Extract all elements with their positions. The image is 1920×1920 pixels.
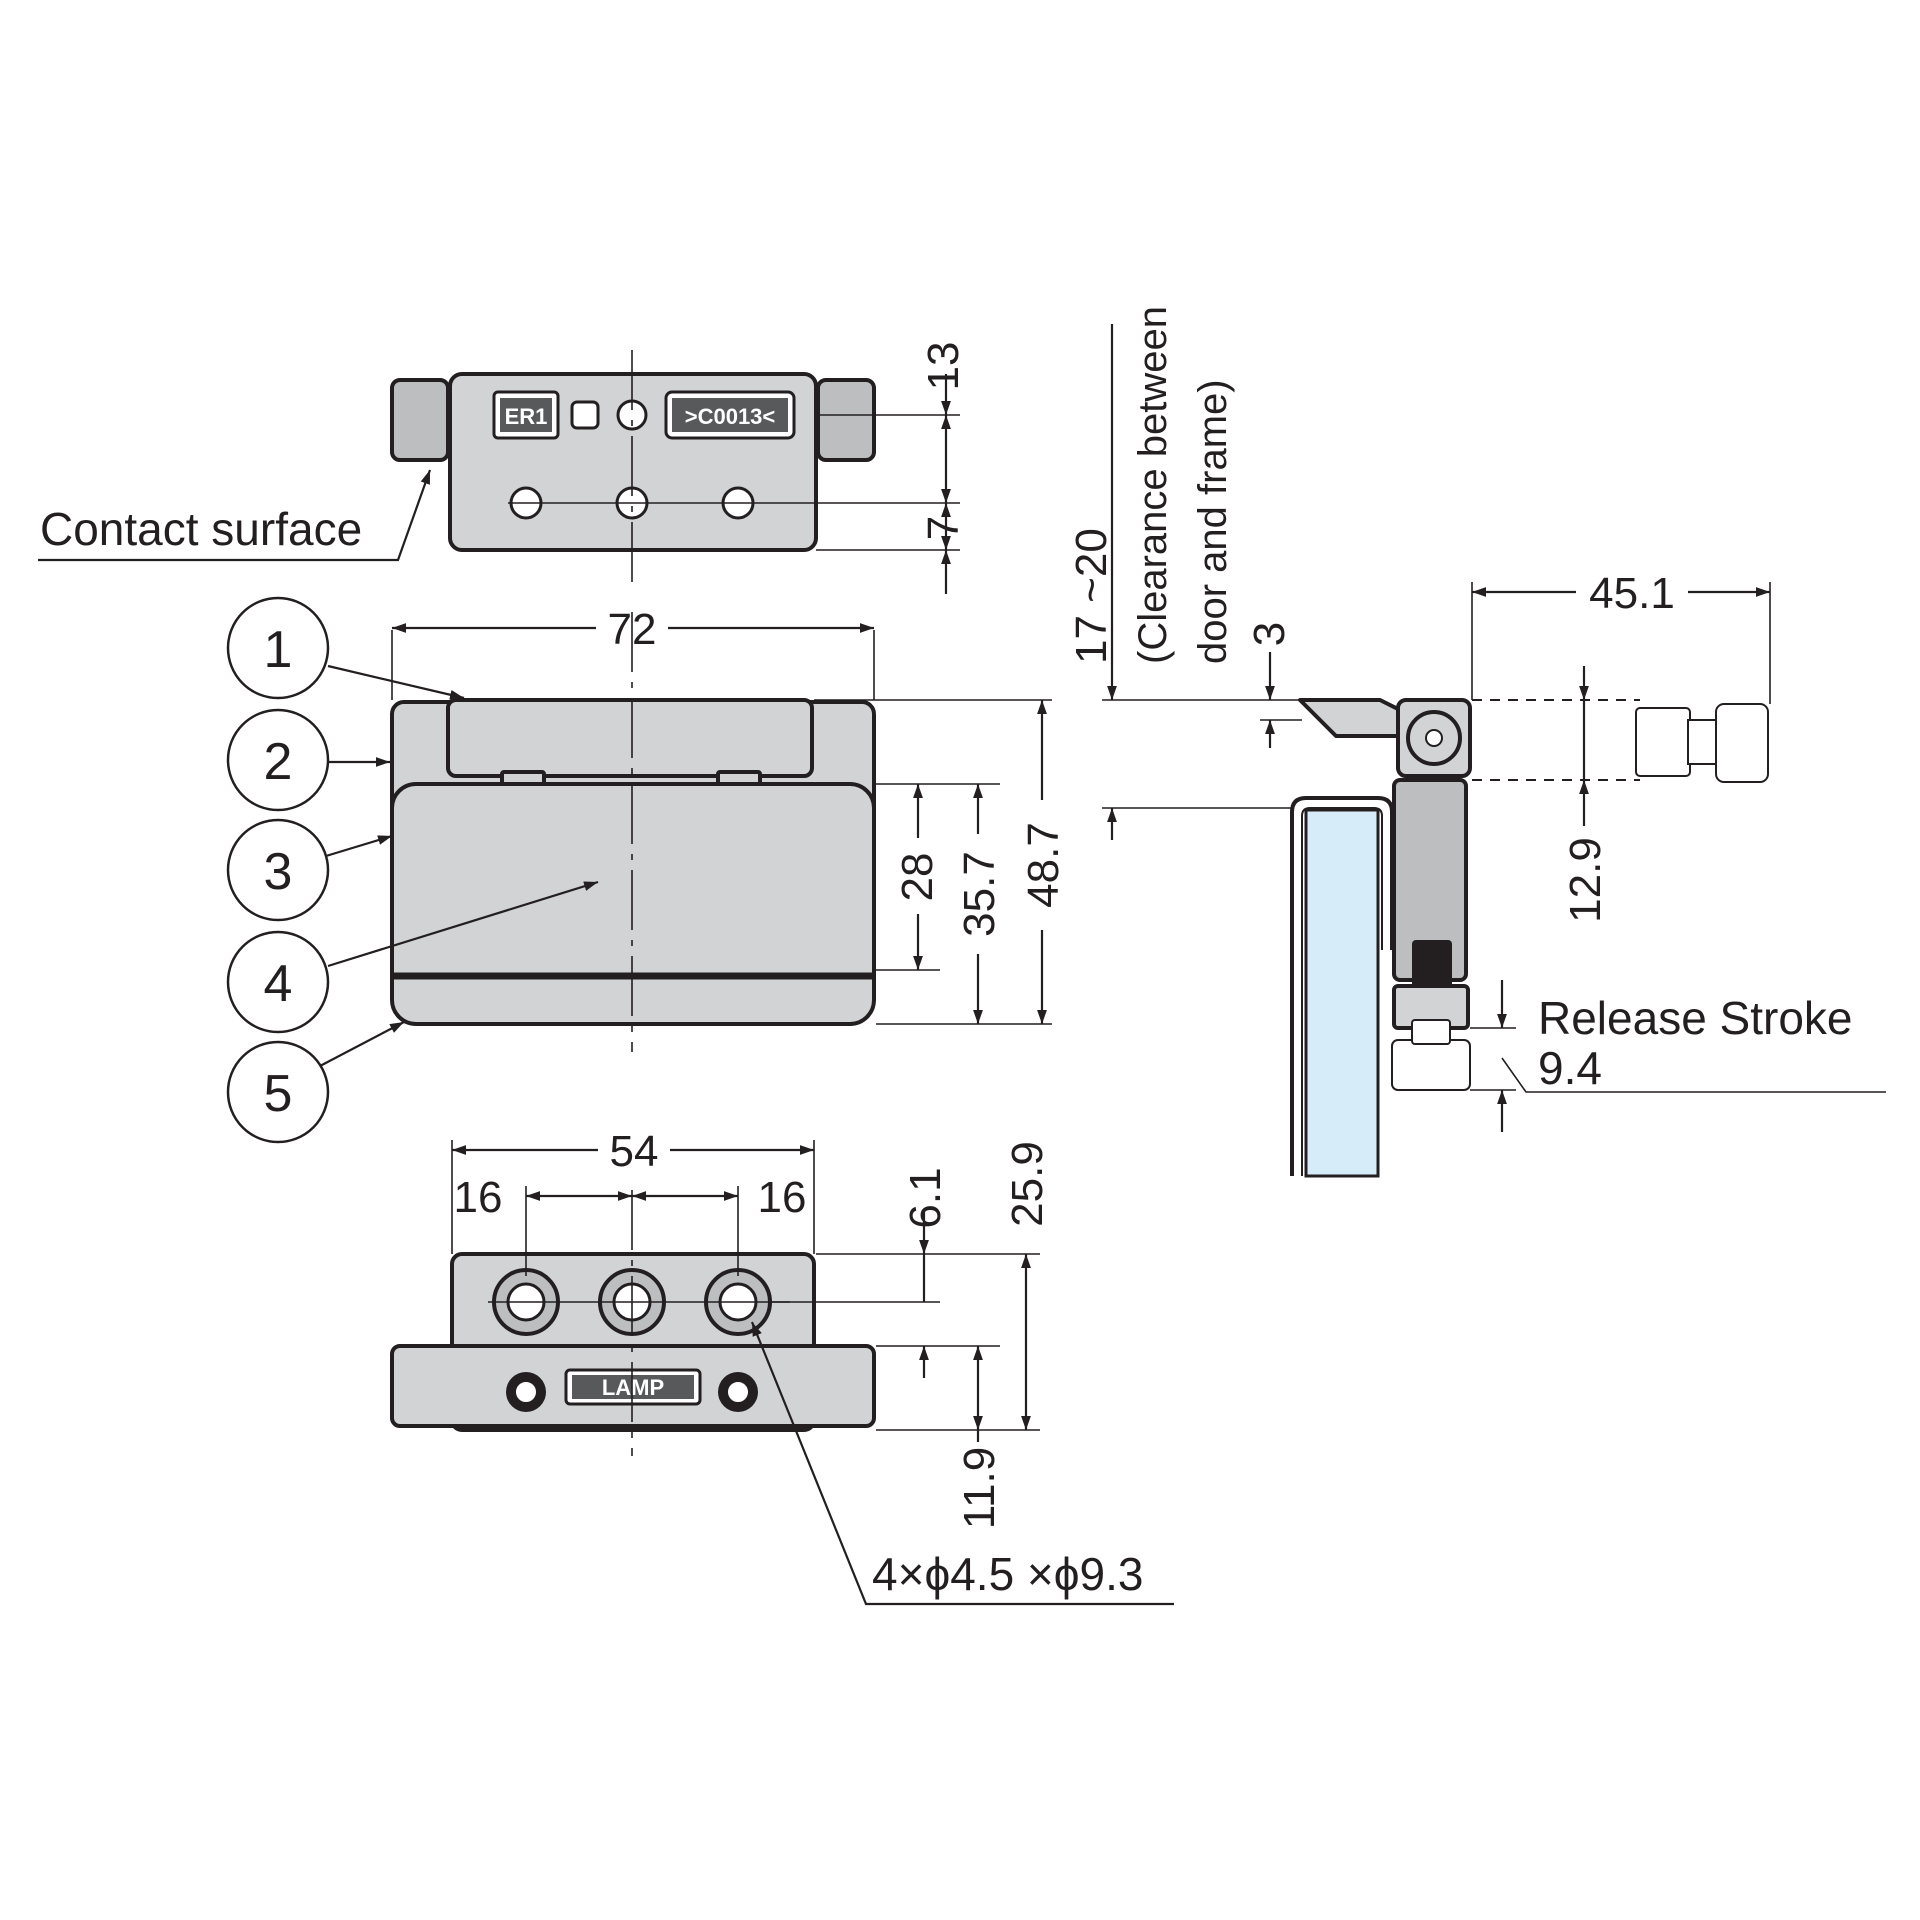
release-stroke-label: Release Stroke <box>1538 992 1853 1044</box>
svg-text:1: 1 <box>264 621 293 679</box>
dim-12-9: 12.9 <box>1561 837 1610 923</box>
dim-16-right: 16 <box>758 1173 807 1222</box>
dim-28: 28 <box>893 853 942 902</box>
dim-13: 13 <box>919 342 968 391</box>
top-right-tag: >C0013< <box>664 390 796 440</box>
dim-72: 72 <box>608 605 657 654</box>
balloon-3: 3 <box>226 818 393 922</box>
svg-text:3: 3 <box>264 843 293 901</box>
svg-text:LAMP: LAMP <box>602 1375 664 1400</box>
dim-45-1: 45.1 <box>1589 569 1675 618</box>
top-view: ER1 >C0013< 13 7 Contact surface <box>38 342 968 594</box>
bottom-logo: LAMP <box>564 1368 702 1406</box>
svg-text:2: 2 <box>264 733 293 791</box>
svg-text:>C0013<: >C0013< <box>685 404 776 429</box>
dim-48-7: 48.7 <box>1019 822 1068 908</box>
front-view: 72 28 35.7 48.7 1 2 3 4 <box>226 596 1068 1144</box>
balloon-5: 5 <box>226 1021 405 1144</box>
clearance-note-line1: (Clearance between <box>1131 306 1175 664</box>
balloon-1: 1 <box>226 596 465 700</box>
contact-surface-label: Contact surface <box>40 503 362 555</box>
clearance-note-line2: door and frame) <box>1191 379 1235 664</box>
svg-text:5: 5 <box>264 1065 293 1123</box>
dim-35-7: 35.7 <box>955 851 1004 937</box>
dim-25-9: 25.9 <box>1003 1141 1052 1227</box>
balloon-2: 2 <box>226 708 390 812</box>
hole-spec-label: 4×ϕ4.5 ×ϕ9.3 <box>872 1548 1144 1600</box>
dim-54: 54 <box>610 1127 659 1176</box>
top-left-tag: ER1 <box>492 390 560 440</box>
svg-text:4: 4 <box>264 955 293 1013</box>
balloon-4: 4 <box>226 880 599 1034</box>
clearance-range: 17 ~20 <box>1067 528 1116 664</box>
dim-3: 3 <box>1245 622 1294 646</box>
side-view: 17 ~20 (Clearance between door and frame… <box>1067 306 1886 1178</box>
svg-text:ER1: ER1 <box>505 404 548 429</box>
dim-6-1: 6.1 <box>901 1167 950 1228</box>
release-stroke-value: 9.4 <box>1538 1042 1602 1094</box>
bottom-view: LAMP 54 16 16 <box>390 1127 1174 1606</box>
dim-16-left: 16 <box>454 1173 503 1222</box>
dim-11-9: 11.9 <box>955 1447 1004 1529</box>
dim-7: 7 <box>919 516 968 540</box>
